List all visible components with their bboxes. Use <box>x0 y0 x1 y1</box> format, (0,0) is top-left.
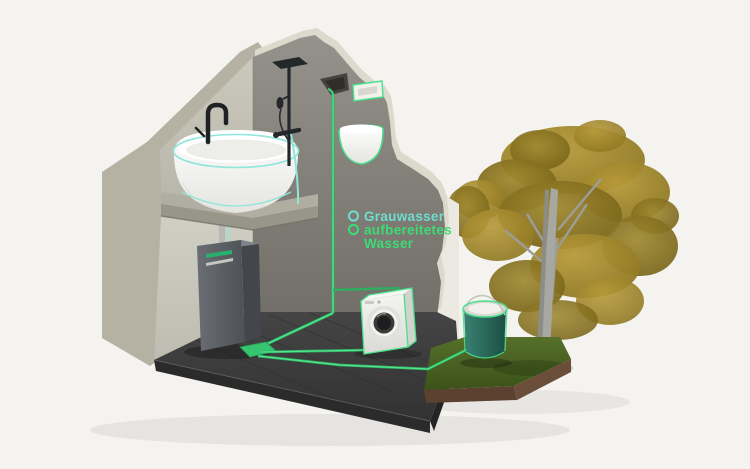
door-glass <box>377 316 391 330</box>
floor-edge-highlight <box>153 359 431 422</box>
counter-under-shadow <box>160 215 319 231</box>
faucet-lever <box>194 126 206 138</box>
tree-canopy <box>446 120 679 340</box>
unit-side-face <box>241 240 261 342</box>
grauwasser-legend-label: Grauwasser <box>364 209 445 224</box>
treated-water-floor-pipes <box>239 311 469 371</box>
soil-front-right <box>514 359 571 400</box>
unit-brand-stripe <box>206 250 232 258</box>
unit-foot-right <box>232 343 239 352</box>
floor-front-face <box>154 360 430 433</box>
back-wall-face <box>253 35 445 316</box>
shower-fixture <box>272 57 308 166</box>
shower-knob <box>273 132 279 138</box>
washing-machine-top <box>361 288 412 301</box>
shower-hose <box>278 108 289 141</box>
watering-can-handle <box>465 294 506 316</box>
treated-pipe-elbow <box>327 87 335 100</box>
unit-silver-stripe <box>206 258 233 266</box>
treated-water-legend-marker-icon <box>347 223 360 236</box>
watering-can-outline <box>462 300 508 359</box>
washing-machine-outline <box>360 287 417 355</box>
washbasin-outline-grey <box>172 133 300 169</box>
watering-can <box>460 294 512 368</box>
faucet <box>194 102 229 145</box>
lawn-patch <box>424 337 571 390</box>
toilet-rim <box>340 124 382 134</box>
hand-shower-arm <box>282 95 290 100</box>
control-panel <box>365 301 374 304</box>
hand-shower-head <box>276 97 284 109</box>
shower-head <box>272 57 308 69</box>
washbasin-base-outline <box>181 191 292 207</box>
washbasin-bowl <box>186 139 286 161</box>
faucet-neck <box>205 102 229 145</box>
washbasin <box>172 102 300 213</box>
tree-trunk-shade <box>536 190 549 373</box>
watering-can-shadow <box>460 358 512 368</box>
control-knob <box>377 300 381 304</box>
treated-water-legend-label-line2: Wasser <box>364 236 414 251</box>
wall-niche-inner <box>325 77 345 91</box>
door-highlight <box>376 313 387 318</box>
tree <box>446 120 679 373</box>
treated-water-legend-label: aufbereitetes <box>364 223 452 238</box>
unit-front-face <box>197 240 245 351</box>
counter-front-edge <box>161 204 318 230</box>
flush-plate-buttons <box>358 86 377 96</box>
watering-can-body <box>464 304 506 358</box>
shower-valve <box>276 127 302 137</box>
garden <box>424 337 573 403</box>
back-wall <box>253 28 449 316</box>
washbasin-shade <box>181 178 236 213</box>
washing-machine <box>354 287 422 359</box>
toilet-area <box>320 73 384 165</box>
legend: Grauwasser aufbereitetes Wasser <box>347 209 452 251</box>
soil-front-left <box>424 386 517 403</box>
greywater-pipe-shower <box>290 133 299 204</box>
shower-arm <box>288 59 302 68</box>
ground-shadow <box>90 414 570 446</box>
watering-can-lid-top <box>468 303 502 314</box>
grauwasser-legend-marker-icon <box>347 210 360 222</box>
